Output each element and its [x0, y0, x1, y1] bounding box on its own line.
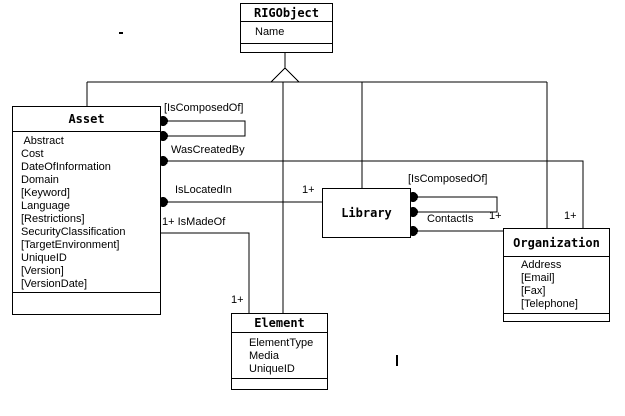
- association-wascreatedby-line: [161, 160, 584, 228]
- class-attribute: [Restrictions]: [21, 213, 85, 225]
- class-title: Library: [341, 206, 392, 220]
- class-attribute: DateOfInformation: [21, 161, 111, 173]
- association-label-asset-iscomposedof: [IsComposedOf]: [164, 102, 244, 114]
- class-box-organization: Organization Address [Email] [Fax] [Tele…: [503, 228, 610, 322]
- association-library-iscomposedof-loop: [411, 196, 498, 213]
- generalization-triangle-icon: [269, 67, 301, 83]
- class-box-element: Element ElementType Media UniqueID: [231, 313, 328, 390]
- class-attribute: Name: [255, 26, 285, 38]
- class-attribute: UniqueID: [249, 363, 295, 375]
- class-operations-compartment: [13, 293, 160, 314]
- multiplicity-label-wascreatedby-organization: 1+: [564, 210, 577, 222]
- class-title: Element: [232, 314, 327, 333]
- association-ismadeof-line: [161, 232, 250, 313]
- class-attribute: ElementType: [249, 337, 314, 349]
- class-attribute: [Fax]: [521, 285, 546, 297]
- class-box-library: Library: [322, 188, 411, 238]
- class-attribute: Domain: [21, 174, 59, 186]
- class-box-asset: Asset Abstract Cost DateOfInformation Do…: [12, 106, 161, 315]
- class-attribute: UniqueID: [21, 252, 67, 264]
- class-operations-compartment: [504, 314, 609, 321]
- class-attribute: [TargetEnvironment]: [21, 239, 120, 251]
- association-label-ismadeof: 1+ IsMadeOf: [162, 216, 226, 228]
- association-label-islocatedin: IsLocatedIn: [175, 184, 232, 196]
- class-attribute: [VersionDate]: [21, 278, 88, 290]
- stray-dot-artifact: [119, 32, 123, 34]
- multiplicity-label-islocatedin-library: 1+: [302, 184, 315, 196]
- class-attribute: Cost: [21, 148, 44, 160]
- multiplicity-label-ismadeof-element: 1+: [231, 294, 244, 306]
- class-box-rigobject: RIGObject Name: [240, 3, 333, 53]
- association-label-library-iscomposedof: [IsComposedOf]: [408, 173, 488, 185]
- multiplicity-label-contactis-organization: 1+: [489, 210, 502, 222]
- class-attribute: Media: [249, 350, 279, 362]
- class-attribute: [Keyword]: [21, 187, 70, 199]
- class-attribute: Language: [21, 200, 70, 212]
- class-operations-compartment: [232, 379, 327, 389]
- class-attribute: [Email]: [521, 272, 555, 284]
- stray-cursor-artifact: [396, 355, 398, 366]
- class-title: Organization: [504, 229, 609, 257]
- class-attribute: Address: [521, 259, 562, 271]
- class-attribute: [Telephone]: [521, 298, 578, 310]
- class-title: RIGObject: [241, 4, 332, 22]
- class-title: Asset: [13, 107, 160, 132]
- class-attribute: Abstract: [21, 135, 64, 147]
- class-attribute: [Version]: [21, 265, 64, 277]
- association-asset-iscomposedof-loop: [161, 120, 246, 137]
- class-operations-compartment: [241, 44, 332, 52]
- association-label-wascreatedby: WasCreatedBy: [171, 144, 245, 156]
- association-label-contactis: ContactIs: [427, 213, 474, 225]
- class-attribute: SecurityClassification: [21, 226, 126, 238]
